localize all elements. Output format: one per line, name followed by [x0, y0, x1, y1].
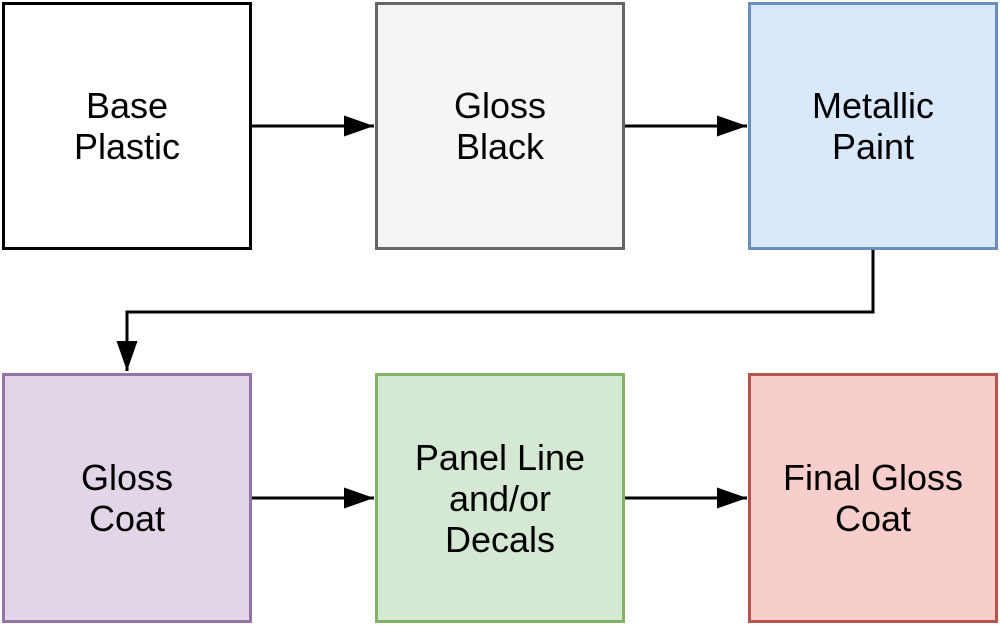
- node-final-gloss-coat[interactable]: Final Gloss Coat: [748, 373, 998, 623]
- node-label: Final Gloss Coat: [782, 457, 964, 539]
- node-gloss-black[interactable]: Gloss Black: [375, 2, 625, 250]
- flow-arrow-metallic-paint-to-gloss-coat[interactable]: [116, 250, 875, 371]
- node-label: Base Plastic: [73, 85, 181, 167]
- node-gloss-coat[interactable]: Gloss Coat: [2, 373, 252, 623]
- node-label: Gloss Black: [453, 85, 547, 167]
- node-label: Metallic Paint: [811, 85, 935, 167]
- node-label: Gloss Coat: [80, 457, 174, 539]
- node-base-plastic[interactable]: Base Plastic: [2, 2, 252, 250]
- node-panel-line-decals[interactable]: Panel Line and/or Decals: [375, 373, 625, 623]
- node-metallic-paint[interactable]: Metallic Paint: [748, 2, 998, 250]
- node-label: Panel Line and/or Decals: [414, 436, 586, 560]
